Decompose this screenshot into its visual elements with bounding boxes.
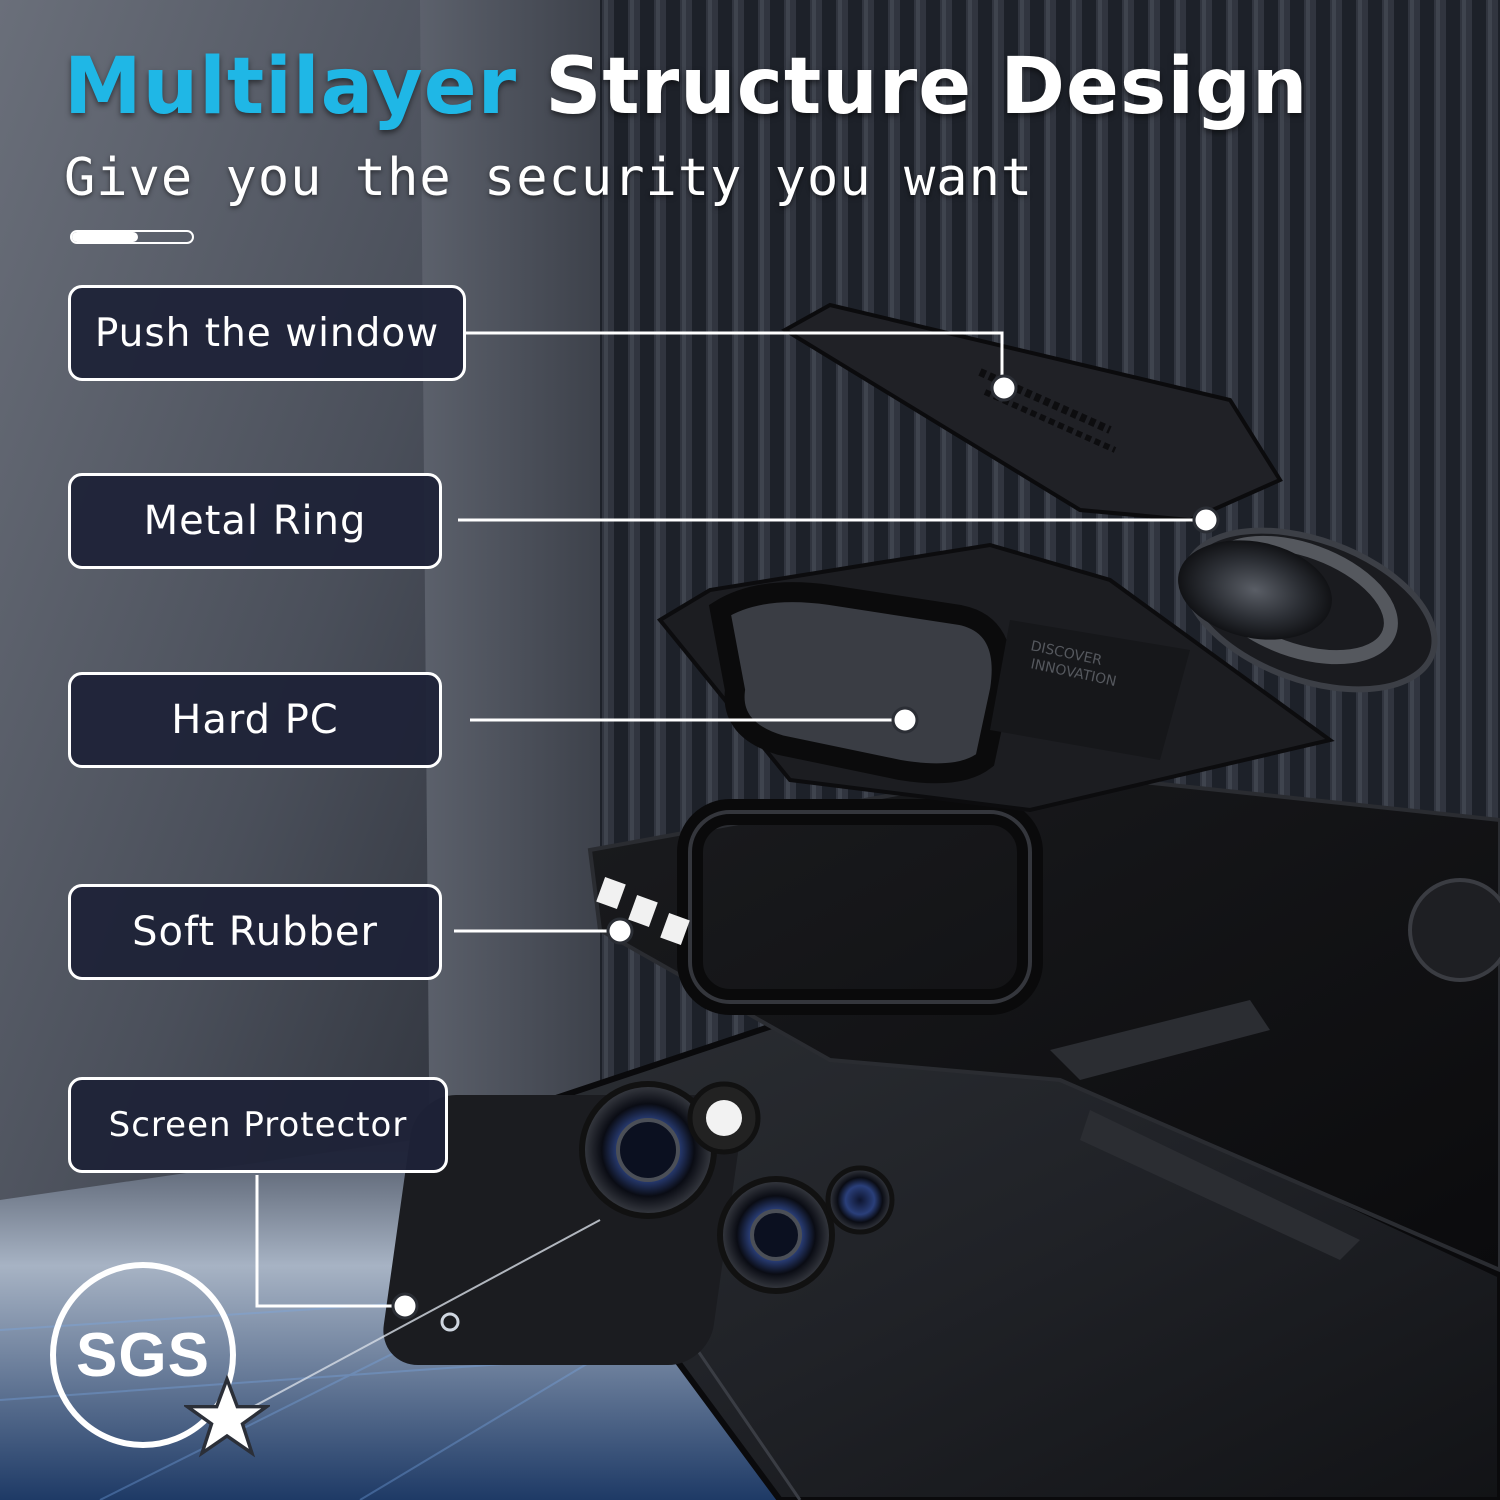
label-push-the-window: Push the window xyxy=(68,285,466,381)
sgs-badge-text: SGS xyxy=(76,1320,210,1390)
headline-accent: Multilayer xyxy=(64,42,518,132)
headline-rest: Structure Design xyxy=(545,42,1309,132)
label-screen-protector: Screen Protector xyxy=(68,1077,448,1173)
subheadline: Give you the security you want xyxy=(64,148,1034,208)
hard-pc-frame: DISCOVER INNOVATION xyxy=(656,542,1335,813)
label-metal-ring: Metal Ring xyxy=(68,473,442,569)
connector-dots xyxy=(391,374,1220,1320)
soft-rubber-case xyxy=(587,767,1500,1273)
headline: Multilayer Structure Design xyxy=(64,48,1308,126)
progress-indicator xyxy=(70,230,194,244)
label-soft-rubber: Soft Rubber xyxy=(68,884,442,980)
metal-ring xyxy=(1178,527,1438,693)
star-icon xyxy=(184,1374,270,1458)
label-hard-pc: Hard PC xyxy=(68,672,442,768)
phone-body xyxy=(383,1005,1500,1500)
connector-lines xyxy=(255,331,1206,1308)
progress-fill xyxy=(72,232,138,242)
sgs-certification-badge: SGS xyxy=(50,1262,270,1458)
